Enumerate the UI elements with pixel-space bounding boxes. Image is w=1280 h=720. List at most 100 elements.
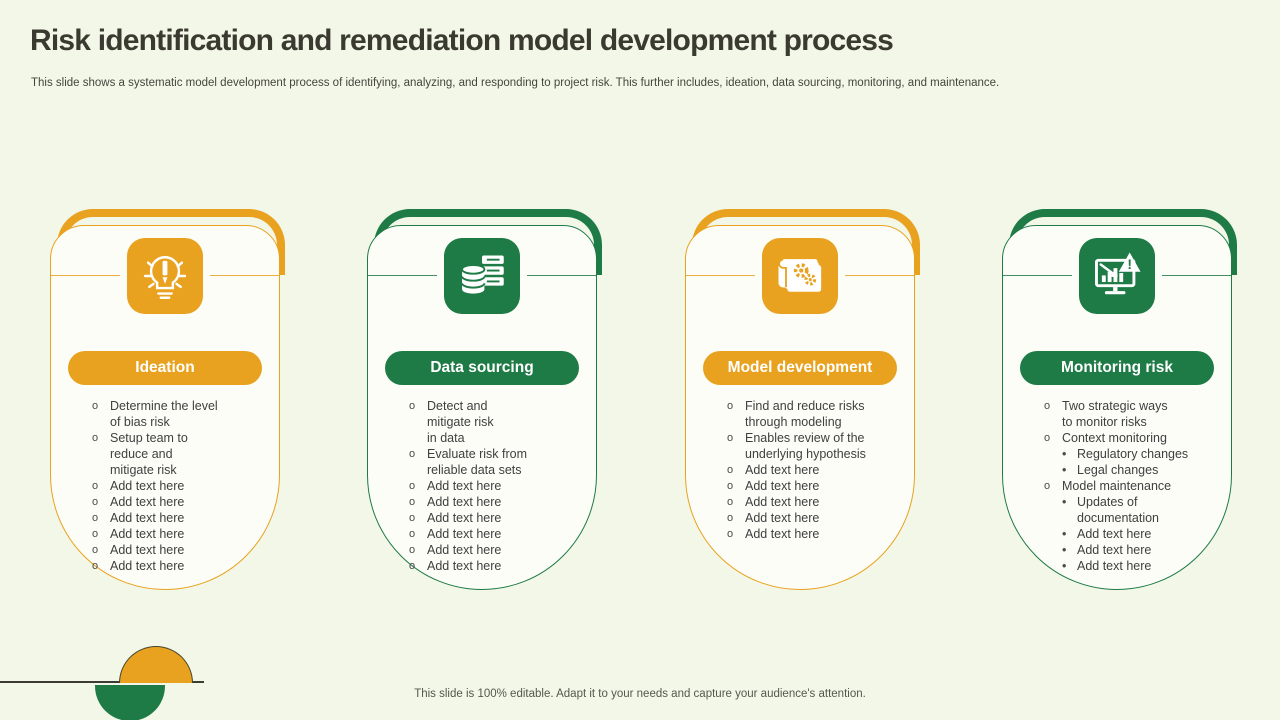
process-card-data-sourcing: Data sourcing o Detect and mitigate risk … <box>367 209 602 590</box>
bullet-text: Add text here <box>427 479 502 493</box>
bullet-item: o Enables review of the underlying hypoth… <box>724 430 904 462</box>
bullet-marker: o <box>408 400 416 412</box>
sub-bullet-marker: • <box>1062 527 1067 541</box>
bullet-marker: o <box>1043 480 1051 492</box>
bullet-text: Add text here <box>745 511 820 525</box>
blueprint-gears-icon <box>762 238 838 314</box>
sub-bullet-marker: • <box>1062 495 1067 509</box>
bullet-marker: o <box>408 528 416 540</box>
sub-bullet-item: •Add text here <box>1062 558 1221 574</box>
sub-bullet-text: Updates of documentation <box>1077 495 1160 525</box>
bullet-marker: o <box>91 512 99 524</box>
sub-bullet-marker: • <box>1062 447 1067 461</box>
bullet-text: Add text here <box>427 527 502 541</box>
bullet-text: Setup team to reduce and mitigate risk <box>110 431 188 477</box>
process-card-monitoring-risk: ! Monitoring risk o Two strategic ways to… <box>1002 209 1237 590</box>
bullet-marker: o <box>726 432 734 444</box>
process-card-model-development: Model development o Find and reduce risks… <box>685 209 920 590</box>
bullet-item: o Two strategic ways to monitor risks <box>1041 398 1221 430</box>
page-subtitle: This slide shows a systematic model deve… <box>31 77 1000 89</box>
bullet-text: Add text here <box>427 511 502 525</box>
decor-horizontal-line <box>0 681 204 683</box>
monitor-warning-icon: ! <box>1079 238 1155 314</box>
card-body: Model development o Find and reduce risks… <box>685 225 915 590</box>
bullet-item: o Add text here <box>406 542 586 558</box>
bullet-text: Add text here <box>110 559 185 573</box>
bullet-text: Detect and mitigate risk in data <box>427 399 494 445</box>
bullet-item: o Add text here <box>406 510 586 526</box>
bullet-marker: o <box>91 560 99 572</box>
sub-bullet-text: Legal changes <box>1077 463 1159 477</box>
sub-bullet-item: • Updates of documentation <box>1062 494 1221 526</box>
bullet-marker: o <box>726 528 734 540</box>
bullet-marker: o <box>91 480 99 492</box>
bullet-text: Evaluate risk from reliable data sets <box>427 447 528 477</box>
card-body: Data sourcing o Detect and mitigate risk … <box>367 225 597 590</box>
bullet-text: Enables review of the underlying hypothe… <box>745 431 866 461</box>
bullet-text: Add text here <box>427 543 502 557</box>
bullet-marker: o <box>408 560 416 572</box>
bullet-text: Add text here <box>427 559 502 573</box>
svg-text:!: ! <box>1127 256 1132 272</box>
bullet-marker: o <box>726 480 734 492</box>
bullet-marker: o <box>726 496 734 508</box>
bullet-marker: o <box>408 544 416 556</box>
sub-bullet-text: Regulatory changes <box>1077 447 1189 461</box>
bullet-text: Add text here <box>745 463 820 477</box>
bullet-item: o Add text here <box>406 526 586 542</box>
bullet-item: o Find and reduce risks through modeling <box>724 398 904 430</box>
database-server-icon <box>444 238 520 314</box>
bullet-marker: o <box>91 432 99 444</box>
sub-bullet-text: Add text here <box>1077 527 1152 541</box>
page-title: Risk identification and remediation mode… <box>30 24 894 57</box>
bullet-marker: o <box>408 480 416 492</box>
bullet-marker: o <box>1043 400 1051 412</box>
bullet-text: Two strategic ways to monitor risks <box>1062 399 1168 429</box>
bullet-item: o Add text here <box>406 494 586 510</box>
bullet-text: Context monitoring <box>1062 431 1167 445</box>
bullet-text: Find and reduce risks through modeling <box>745 399 865 429</box>
footer-note: This slide is 100% editable. Adapt it to… <box>414 688 866 700</box>
sub-bullet-marker: • <box>1062 559 1067 573</box>
bullet-text: Add text here <box>110 495 185 509</box>
bullet-text: Add text here <box>110 543 185 557</box>
decor-semicircle-orange <box>119 646 193 683</box>
bullet-text: Add text here <box>427 495 502 509</box>
lightbulb-pencil-icon <box>127 238 203 314</box>
bullet-item: o Model maintenance <box>1041 478 1221 494</box>
bullet-marker: o <box>91 528 99 540</box>
bullet-marker: o <box>408 512 416 524</box>
bullet-text: Add text here <box>745 495 820 509</box>
sub-bullet-item: • Legal changes <box>1062 462 1221 478</box>
bullet-item: o Add text here <box>89 478 269 494</box>
card-label-pill: Data sourcing <box>385 351 579 385</box>
bullet-item: o Detect and mitigate risk in data <box>406 398 586 446</box>
sub-bullet-marker: • <box>1062 543 1067 557</box>
bullet-item: o Add text here <box>89 558 269 574</box>
card-label-pill: Monitoring risk <box>1020 351 1214 385</box>
card-label-pill: Ideation <box>68 351 262 385</box>
sub-bullet-item: •Add text here <box>1062 542 1221 558</box>
bullet-marker: o <box>726 512 734 524</box>
card-label-pill: Model development <box>703 351 897 385</box>
sub-bullet-marker: • <box>1062 463 1067 477</box>
bullet-marker: o <box>726 400 734 412</box>
bullet-text: Add text here <box>110 479 185 493</box>
bullet-text: Model maintenance <box>1062 479 1172 493</box>
bullet-marker: o <box>408 496 416 508</box>
bullet-item: o Add text here <box>406 478 586 494</box>
